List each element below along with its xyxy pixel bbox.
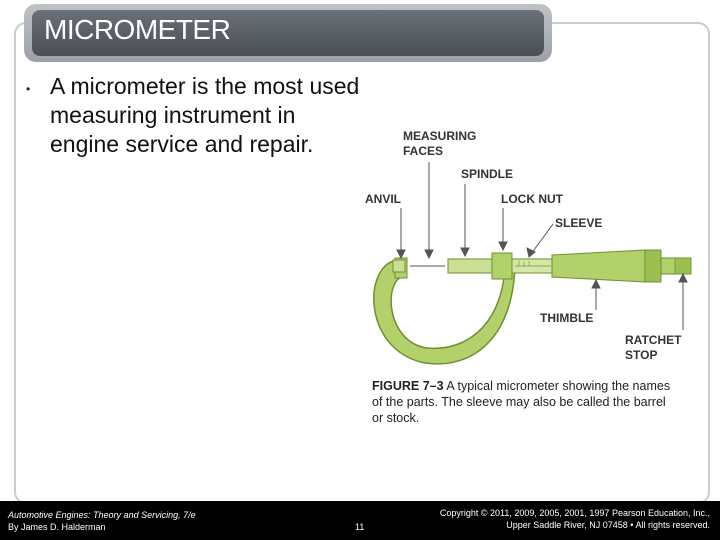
bullet-icon: • (26, 82, 31, 96)
label-sleeve: SLEEVE (555, 216, 602, 230)
footer-bar: Automotive Engines: Theory and Servicing… (0, 501, 720, 540)
label-thimble: THIMBLE (540, 311, 593, 325)
copyright-line-2: Upper Saddle River, NJ 07458 • All right… (506, 520, 710, 530)
thimble-part (551, 249, 646, 283)
copyright-line-1: Copyright © 2011, 2009, 2005, 2001, 1997… (439, 508, 710, 518)
label-faces: FACES (403, 144, 443, 158)
footer-book-info: Automotive Engines: Theory and Servicing… (8, 509, 196, 533)
page-number: 11 (355, 522, 365, 532)
label-stop: STOP (625, 348, 657, 362)
bullet-text: A micrometer is the most used measuring … (50, 73, 360, 157)
label-measuring: MEASURING (403, 129, 476, 143)
footer-author: By James D. Halderman (8, 522, 106, 532)
caption-text: A typical micrometer showing the names o… (372, 379, 671, 425)
footer-copyright: Copyright © 2011, 2009, 2005, 2001, 1997… (440, 507, 710, 531)
label-spindle: SPINDLE (461, 167, 513, 181)
title-bar (32, 10, 544, 56)
ratchet-knurl (674, 257, 692, 275)
micrometer-figure: MEASURING FACES SPINDLE ANVIL LOCK NUT S… (365, 129, 692, 365)
slide-title: MICROMETER (44, 14, 231, 45)
label-anvil: ANVIL (365, 192, 401, 206)
label-lock-nut: LOCK NUT (501, 192, 564, 206)
lock-nut-part (491, 252, 513, 280)
anvil-part (392, 259, 406, 273)
caption-label: FIGURE 7–3 (372, 379, 444, 393)
label-ratchet: RATCHET (625, 333, 682, 347)
footer-book-title: Automotive Engines: Theory and Servicing… (8, 510, 196, 520)
figure-caption: FIGURE 7–3 A typical micrometer showing … (372, 378, 672, 426)
spindle-part (447, 258, 493, 274)
thimble-knurl (644, 249, 662, 283)
